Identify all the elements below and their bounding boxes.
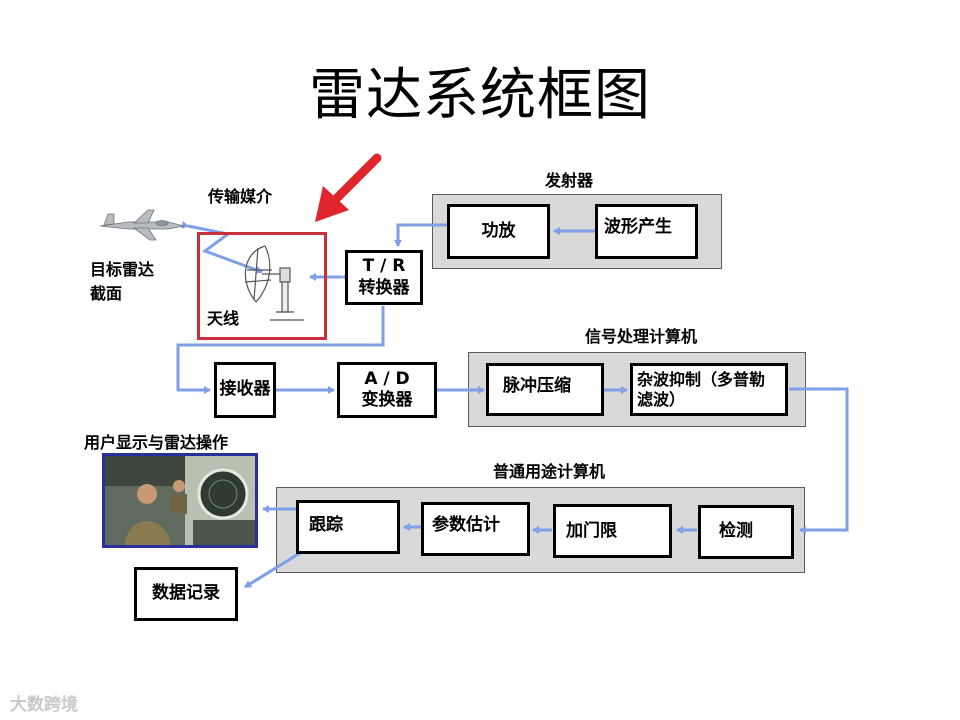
ad-converter-block: A / D 变换器 (337, 362, 437, 418)
threshold-block: 加门限 (553, 504, 672, 558)
parameter-estimate-block: 参数估计 (421, 502, 530, 556)
pulse-compression-block: 脉冲压缩 (486, 363, 604, 416)
clutter-text-2: 滤波） (637, 390, 685, 410)
data-record-block: 数据记录 (134, 567, 238, 621)
threshold-text: 加门限 (566, 521, 617, 542)
ad-converter-text-1: A / D (364, 369, 409, 390)
data-record-text: 数据记录 (152, 583, 220, 604)
fighter-jet-icon (98, 208, 186, 242)
pulse-compression-text: 脉冲压缩 (503, 376, 571, 397)
arrow-clutter-to-detection (789, 389, 847, 530)
arrow-tracking-to-record (245, 553, 300, 587)
antenna-label: 天线 (207, 305, 239, 329)
antenna-dish-icon (230, 240, 310, 330)
watermark: 大数跨境 (10, 690, 78, 715)
receiver-text: 接收器 (220, 379, 271, 400)
clutter-suppression-block: 杂波抑制（多普勒 滤波） (630, 363, 788, 416)
arrow-amp-to-tr (398, 225, 447, 246)
red-pointer-arrow (305, 152, 385, 232)
waveform-block: 波形产生 (595, 204, 698, 259)
tracking-block: 跟踪 (296, 500, 400, 554)
tr-switch-text-1: T / R (363, 256, 406, 277)
receiver-block: 接收器 (214, 362, 276, 418)
detection-text: 检测 (719, 521, 753, 542)
clutter-text-1: 杂波抑制（多普勒 (637, 370, 765, 390)
operator-photo-image (105, 456, 255, 545)
ad-converter-text-2: 变换器 (362, 390, 413, 411)
power-amp-text: 功放 (482, 221, 516, 242)
waveform-text: 波形产生 (604, 217, 672, 238)
tr-switch-block: T / R 转换器 (345, 250, 423, 305)
tracking-text: 跟踪 (309, 515, 343, 536)
tr-switch-text-2: 转换器 (359, 278, 410, 299)
power-amp-block: 功放 (447, 204, 550, 259)
operator-photo (102, 453, 258, 548)
detection-block: 检测 (698, 505, 794, 559)
parameter-estimate-text: 参数估计 (432, 515, 500, 536)
